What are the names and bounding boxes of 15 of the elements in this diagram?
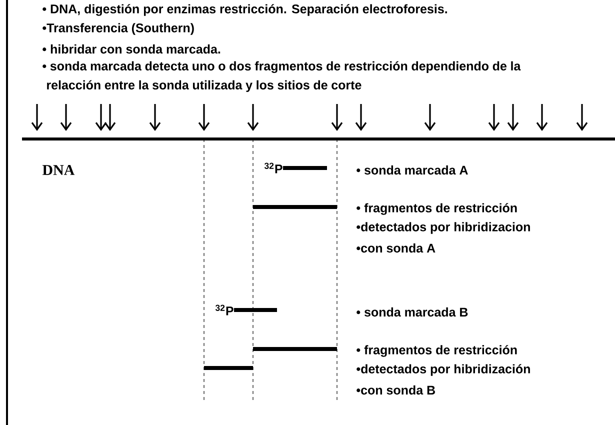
bullet-text: •con sonda B bbox=[356, 385, 435, 395]
bullet-text: •detectados por hibridización bbox=[356, 364, 530, 376]
bullet-text: • sonda marcada A bbox=[356, 165, 468, 175]
dna-label: DNA bbox=[42, 165, 75, 175]
bullet-text: • hibridar con sonda marcada. bbox=[42, 44, 220, 54]
bullet-text: •con sonda A bbox=[356, 243, 436, 253]
isotope-label: $^{32}$P bbox=[264, 162, 282, 174]
bullet-text: • fragmentos de restricción bbox=[356, 203, 517, 215]
bullet-text: •detectados por hibridizacion bbox=[356, 222, 530, 234]
bullet-text: • DNA, digestión por enzimas restricción. Separación electroforesis. bbox=[42, 4, 447, 16]
bullet-text: • sonda marcada detecta uno o dos fragmentos de restricción dependiendo de la relacción entre la sonda utilizada y los sitios de corte bbox=[42, 61, 521, 92]
bullet-text: • sonda marcada B bbox=[356, 307, 468, 317]
isotope-label: $^{32}$P bbox=[215, 304, 234, 316]
bullet-text: • fragmentos de restricción bbox=[356, 345, 517, 357]
bullet-text: •Transferencia (Southern) bbox=[42, 23, 194, 35]
